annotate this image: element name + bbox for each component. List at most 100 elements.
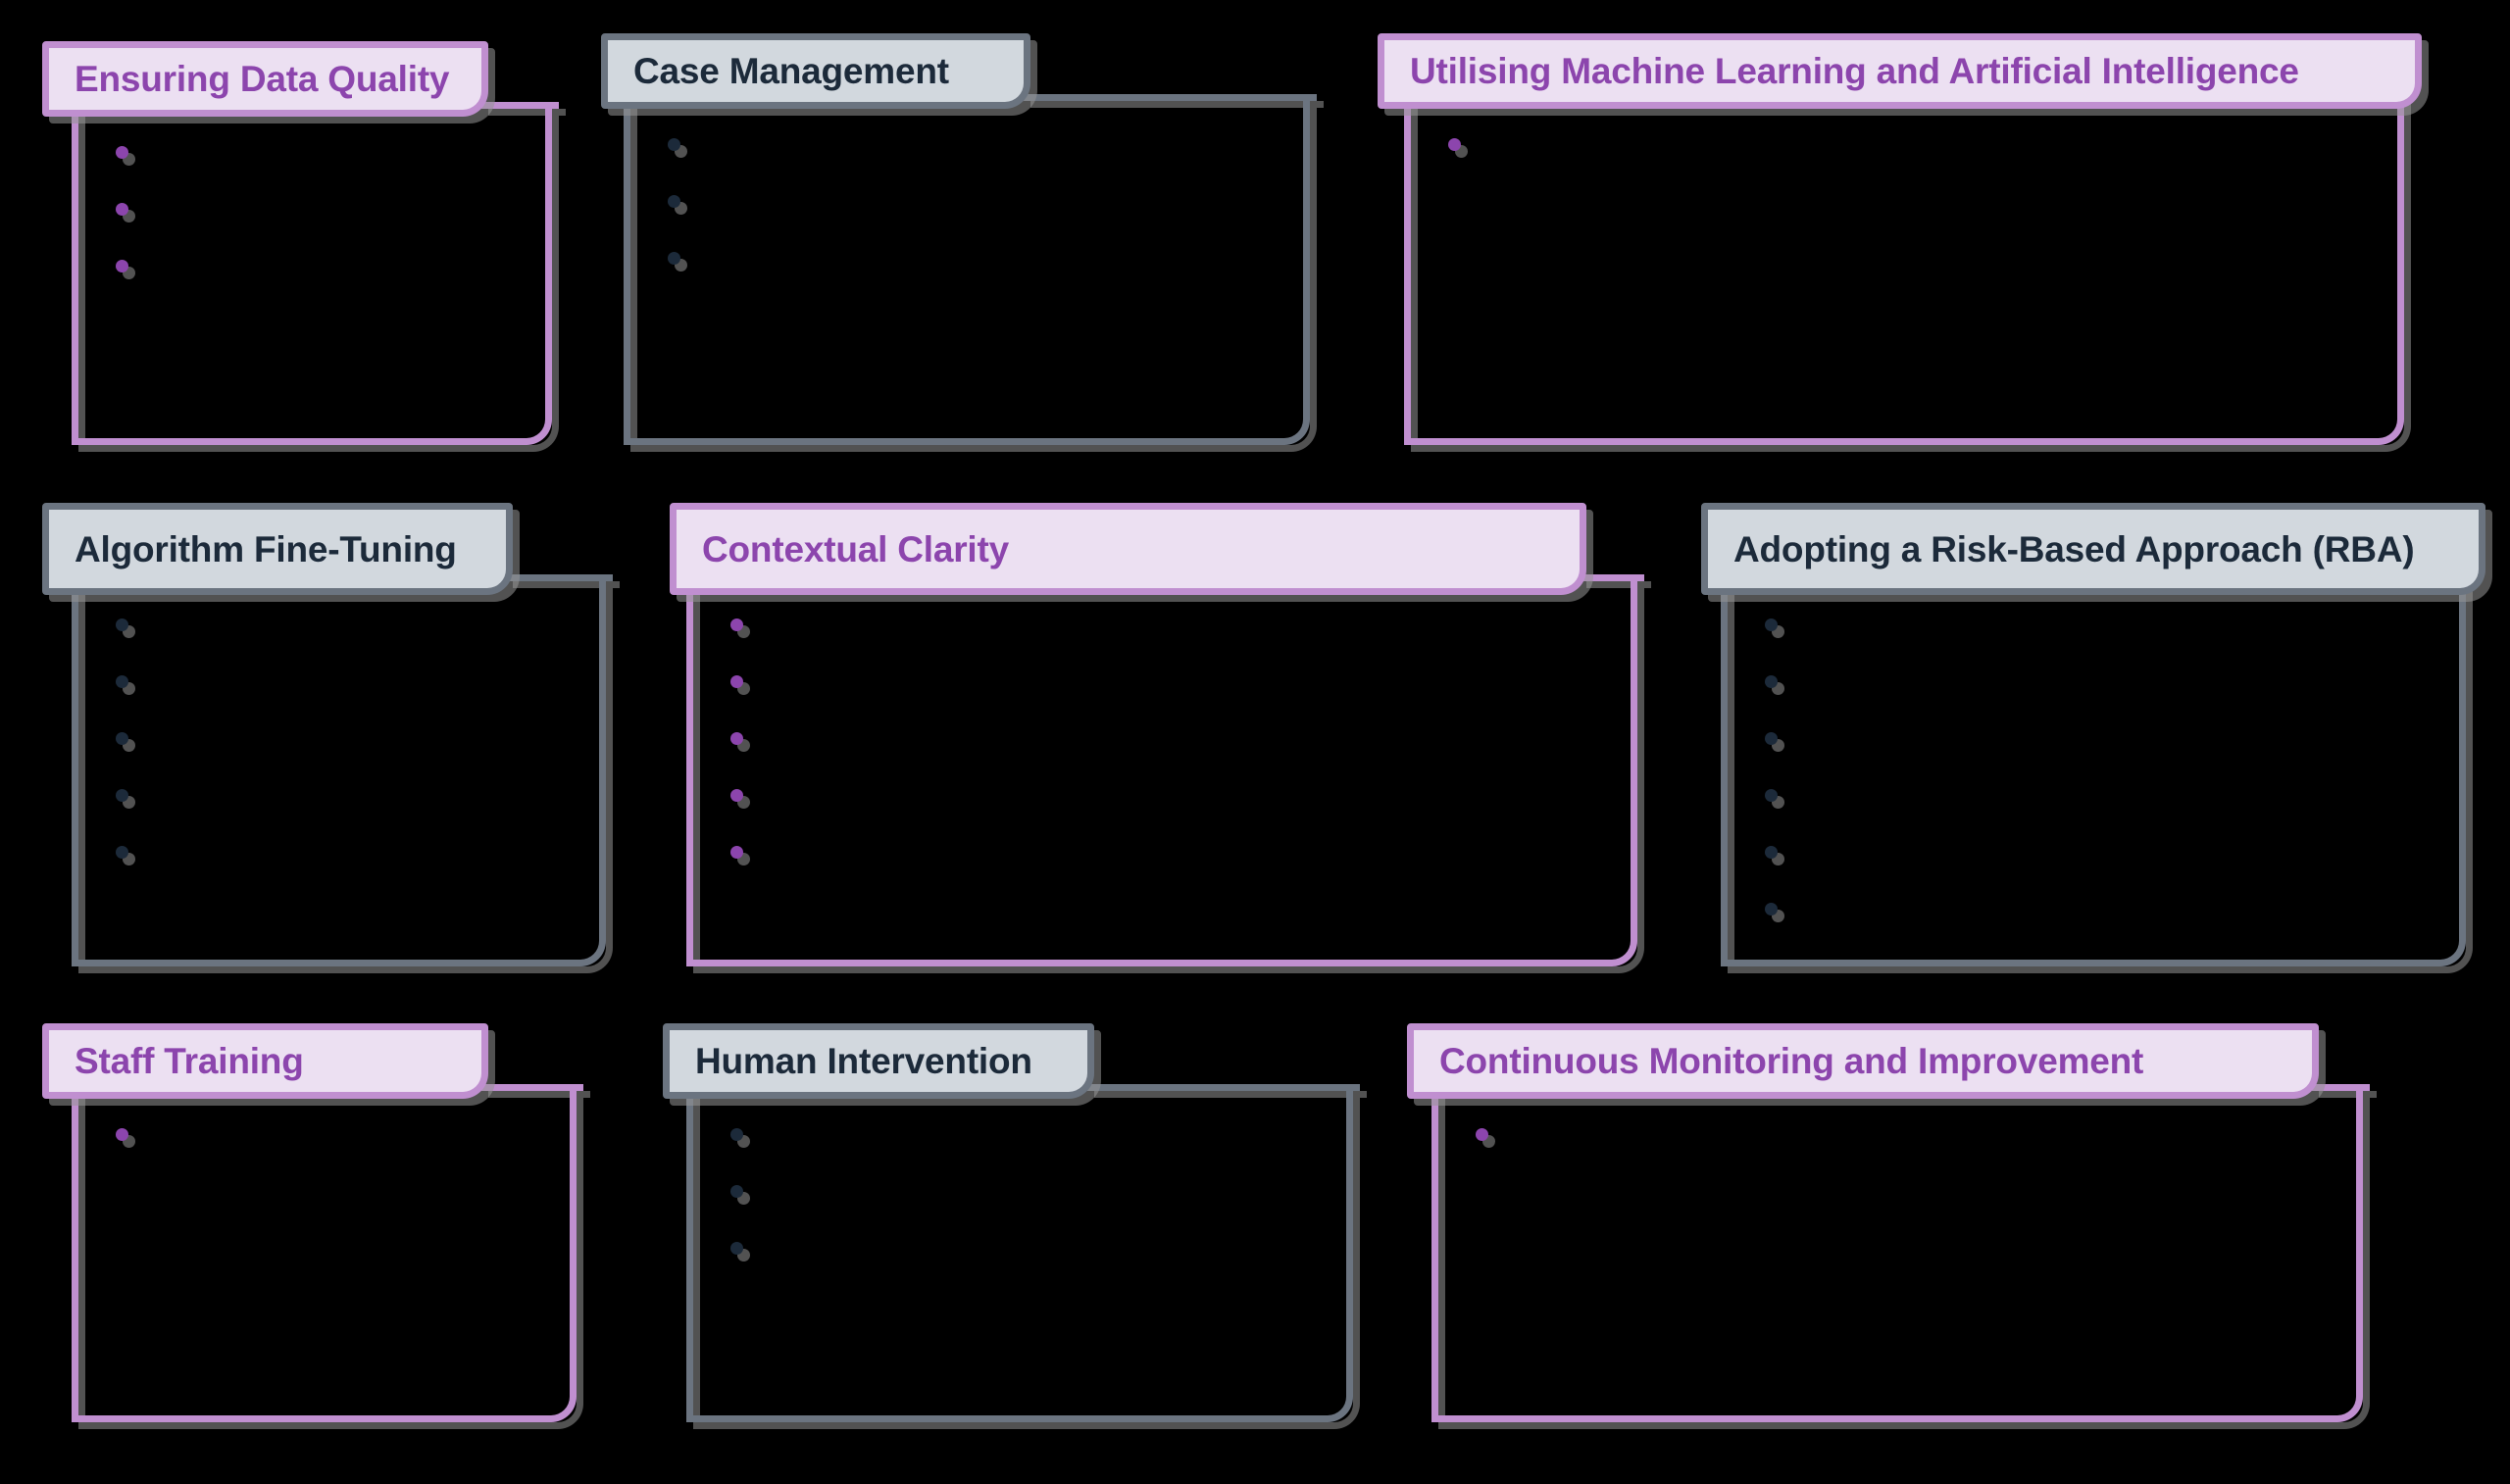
bullet-dot-icon [730,732,743,745]
list-item [730,1117,1321,1141]
bullet-dot-icon [1765,903,1778,915]
bullet-dot-icon [116,203,128,216]
card-title: Human Intervention [695,1041,1032,1081]
list-item [668,184,1278,208]
bullet-list-case-management [668,127,1278,298]
card-top-connector-contextual-clarity [1580,574,1644,581]
card-title: Ensuring Data Quality [75,59,450,99]
bullet-dot-icon [730,846,743,859]
card-header-case-management[interactable]: Case Management [601,33,1030,109]
list-item [1448,127,2372,151]
list-item [116,249,520,272]
bullet-dot-icon [116,618,128,631]
bullet-list-algorithm-fine-tuning [116,608,574,892]
bullet-dot-icon [730,1128,743,1141]
list-item [730,835,1605,859]
card-top-connector-continuous-monitoring-and-improvement [2312,1084,2370,1091]
bullet-dot-icon [116,675,128,688]
card-header-continuous-monitoring-and-improvement[interactable]: Continuous Monitoring and Improvement [1407,1023,2319,1099]
list-item [668,241,1278,265]
card-title: Continuous Monitoring and Improvement [1439,1041,2144,1081]
card-title: Utilising Machine Learning and Artificia… [1410,51,2299,91]
bullet-dot-icon [1765,618,1778,631]
card-header-staff-training[interactable]: Staff Training [42,1023,488,1099]
bullet-list-human-intervention [730,1117,1321,1288]
bullet-list-ensuring-data-quality [116,135,520,306]
card-header-human-intervention[interactable]: Human Intervention [663,1023,1094,1099]
list-item [116,135,520,159]
bullet-list-contextual-clarity [730,608,1605,892]
bullet-list-adopting-a-risk-based-approach-rba [1765,608,2434,949]
list-item [116,665,574,688]
card-header-contextual-clarity[interactable]: Contextual Clarity [670,503,1586,595]
bullet-dot-icon [116,846,128,859]
card-header-ensuring-data-quality[interactable]: Ensuring Data Quality [42,41,488,117]
bullet-dot-icon [116,146,128,159]
bullet-dot-icon [668,138,680,151]
card-body-staff-training [72,1084,583,1422]
list-item [116,835,574,859]
bullet-dot-icon [668,195,680,208]
card-top-connector-algorithm-fine-tuning [506,574,613,581]
list-item [730,778,1605,802]
card-body-algorithm-fine-tuning [72,574,613,966]
list-item [730,1174,1321,1198]
card-body-ensuring-data-quality [72,102,559,445]
list-item [1765,835,2434,859]
list-item [116,721,574,745]
card-top-connector-ensuring-data-quality [481,102,559,109]
list-item [730,665,1605,688]
bullet-dot-icon [116,732,128,745]
bullet-dot-icon [668,252,680,265]
list-item [116,778,574,802]
card-header-algorithm-fine-tuning[interactable]: Algorithm Fine-Tuning [42,503,513,595]
card-body-adopting-a-risk-based-approach-rba [1721,574,2466,966]
card-body-utilising-machine-learning-and-artificial-intelligence [1404,94,2404,445]
bullet-dot-icon [116,789,128,802]
card-title: Staff Training [75,1041,304,1081]
list-item [1765,665,2434,688]
list-item [1765,892,2434,915]
bullet-dot-icon [730,1185,743,1198]
card-title: Algorithm Fine-Tuning [75,528,457,569]
card-title: Case Management [633,51,949,91]
bullet-dot-icon [730,618,743,631]
list-item [1765,721,2434,745]
card-header-adopting-a-risk-based-approach-rba[interactable]: Adopting a Risk-Based Approach (RBA) [1701,503,2485,595]
card-top-connector-human-intervention [1087,1084,1360,1091]
list-item [1765,778,2434,802]
bullet-dot-icon [730,1242,743,1255]
list-item [1765,608,2434,631]
list-item [668,127,1278,151]
list-item [116,1117,544,1141]
bullet-dot-icon [730,675,743,688]
bullet-dot-icon [1765,789,1778,802]
list-item [116,608,574,631]
card-body-contextual-clarity [686,574,1644,966]
card-title: Adopting a Risk-Based Approach (RBA) [1733,528,2415,569]
bullet-list-utilising-machine-learning-and-artificial-intelligence [1448,127,2372,184]
bullet-dot-icon [116,260,128,272]
bullet-dot-icon [1765,675,1778,688]
bullet-dot-icon [1476,1128,1488,1141]
list-item [730,721,1605,745]
bullet-dot-icon [730,789,743,802]
bullet-dot-icon [1448,138,1461,151]
card-header-utilising-machine-learning-and-artificial-intelligence[interactable]: Utilising Machine Learning and Artificia… [1378,33,2422,109]
card-body-continuous-monitoring-and-improvement [1431,1084,2370,1422]
bullet-dot-icon [1765,846,1778,859]
list-item [116,192,520,216]
list-item [730,608,1605,631]
bullet-list-staff-training [116,1117,544,1174]
bullet-dot-icon [116,1128,128,1141]
card-body-human-intervention [686,1084,1360,1422]
